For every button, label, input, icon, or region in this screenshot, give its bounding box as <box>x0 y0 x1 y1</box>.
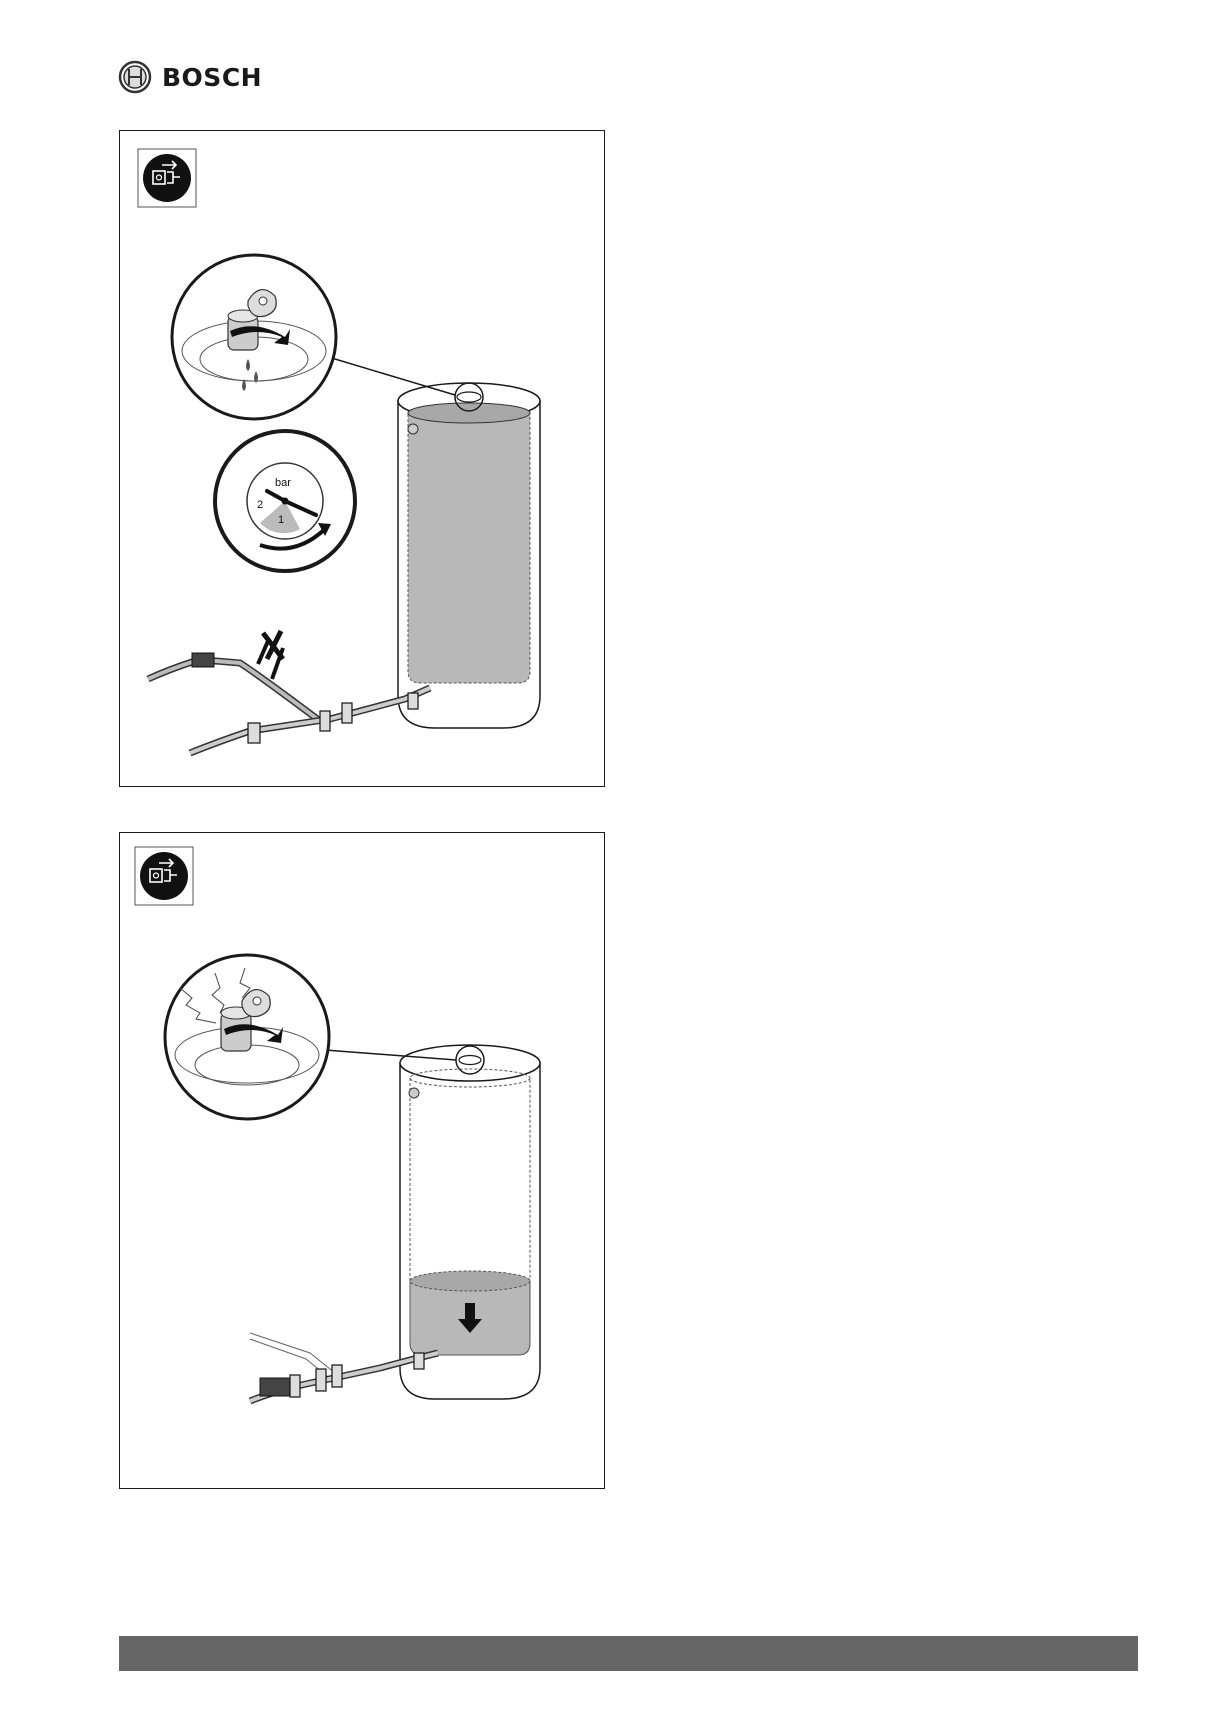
gauge-tick-label: 1 <box>278 514 284 526</box>
valve-magnifier <box>165 955 329 1119</box>
tank-water-fill <box>408 411 530 684</box>
pipework <box>148 629 430 753</box>
gauge-unit-label: bar <box>275 477 291 489</box>
pressure-gauge: bar 2 1 <box>215 431 355 571</box>
disconnect-power-icon <box>135 847 193 905</box>
brand-name: BOSCH <box>162 63 262 92</box>
valve-magnifier <box>172 255 336 419</box>
storage-tank <box>400 1045 540 1399</box>
disconnect-power-icon <box>138 149 196 207</box>
figure-drain-tank <box>119 832 605 1489</box>
footer-bar <box>119 1636 1138 1671</box>
brand-logo: BOSCH <box>118 60 262 94</box>
gauge-tick-label: 2 <box>257 499 263 511</box>
bosch-armature-icon <box>118 60 152 94</box>
figure-open-air-valve: bar 2 1 <box>119 130 605 787</box>
storage-tank <box>398 383 540 728</box>
